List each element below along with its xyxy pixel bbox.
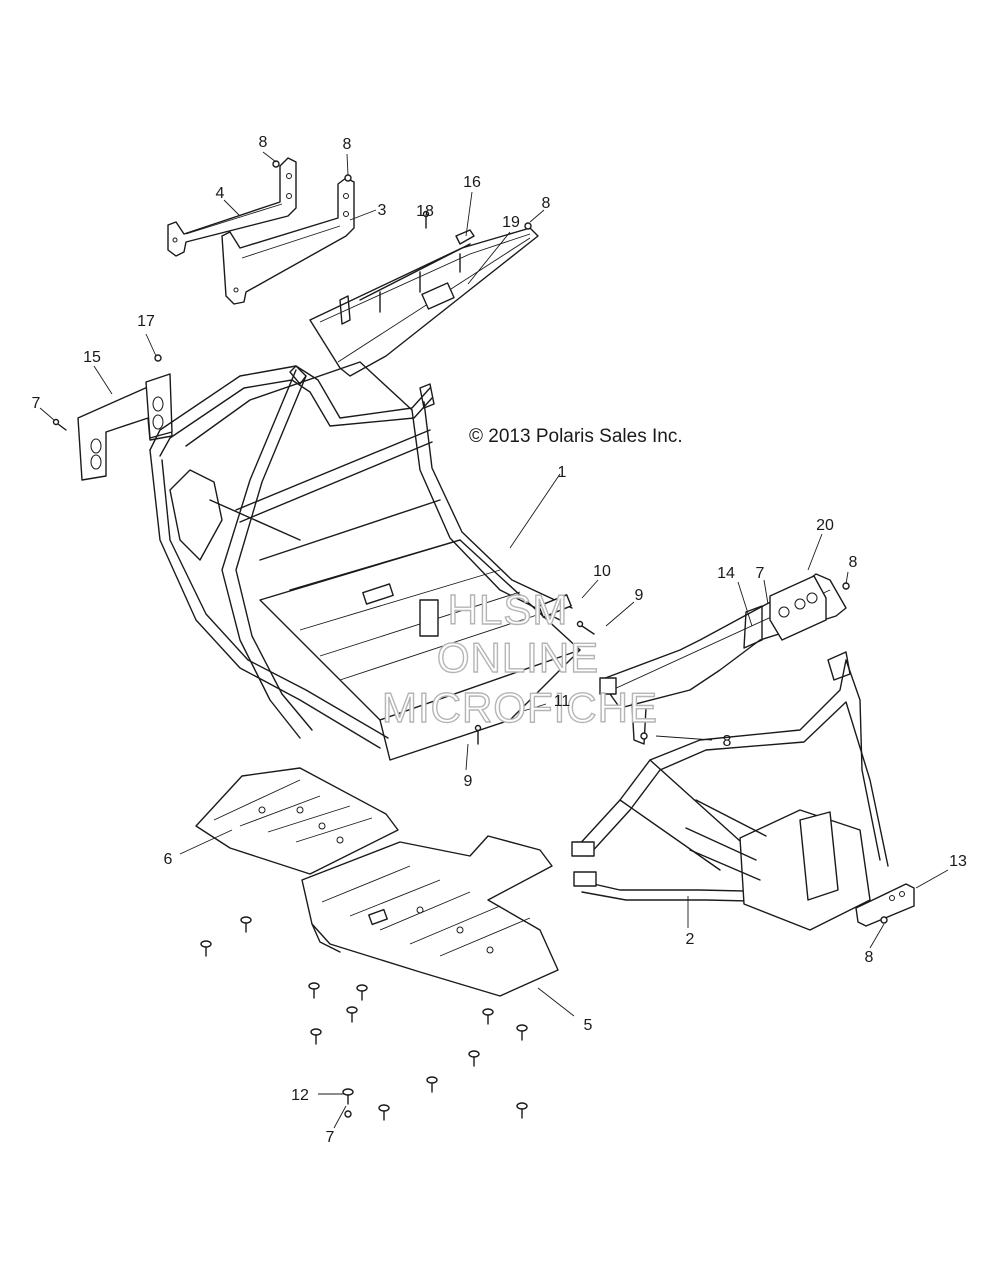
- callout-20: 20: [816, 517, 834, 534]
- bolt-icon: [576, 620, 595, 635]
- bolt-icon: [474, 724, 482, 745]
- push-rivet-icon: [482, 1008, 494, 1025]
- part-4-seat-bracket: [167, 157, 297, 257]
- callout-13: 13: [949, 853, 967, 870]
- push-rivet-icon: [342, 1088, 354, 1105]
- callout-12: 12: [291, 1087, 309, 1104]
- push-rivet-icon: [308, 982, 320, 999]
- callout-8: 8: [343, 136, 352, 153]
- nut-icon: [154, 354, 162, 362]
- nut-icon: [880, 916, 888, 924]
- callout-8: 8: [259, 134, 268, 151]
- callout-8: 8: [849, 554, 858, 571]
- push-rivet-icon: [516, 1024, 528, 1041]
- callout-8: 8: [865, 949, 874, 966]
- nut-icon: [344, 174, 352, 182]
- callout-9: 9: [464, 773, 473, 790]
- callout-7: 7: [326, 1129, 335, 1146]
- part-6-rear-skid-plate: [195, 767, 399, 875]
- push-rivet-icon: [310, 1028, 322, 1045]
- nut-icon: [272, 160, 280, 168]
- push-rivet-icon: [356, 984, 368, 1001]
- copyright-notice: © 2013 Polaris Sales Inc.: [469, 426, 683, 447]
- callout-18: 18: [416, 203, 434, 220]
- callout-17: 17: [137, 313, 155, 330]
- push-rivet-icon: [346, 1006, 358, 1023]
- nut-icon: [524, 222, 532, 230]
- callout-19: 19: [502, 214, 520, 231]
- watermark-line-1: HLSM: [448, 586, 569, 633]
- push-rivet-icon: [468, 1050, 480, 1067]
- callout-4: 4: [216, 185, 225, 202]
- callout-14: 14: [717, 565, 735, 582]
- callout-3: 3: [378, 202, 387, 219]
- part-5-front-skid-plate: [301, 835, 559, 997]
- bolt-icon: [52, 418, 67, 431]
- push-rivet-icon: [516, 1102, 528, 1119]
- callout-8: 8: [723, 733, 732, 750]
- watermark: HLSM ONLINE MICROFICHE: [381, 585, 658, 731]
- leader-lines: [39, 151, 949, 1129]
- callout-15: 15: [83, 349, 101, 366]
- callout-11: 11: [554, 693, 571, 710]
- part-2-front-frame: [571, 651, 889, 931]
- part-1-main-frame: [149, 361, 581, 761]
- part-3-seat-bracket: [221, 177, 355, 305]
- nut-icon: [640, 732, 648, 740]
- callout-9: 9: [635, 587, 644, 604]
- nut-icon: [344, 1110, 352, 1118]
- part-20-front-crossmember: [599, 573, 847, 745]
- push-rivet-icon: [426, 1076, 438, 1093]
- push-rivet-icon: [378, 1104, 390, 1121]
- part-13-bracket: [855, 883, 915, 927]
- callout-10: 10: [593, 563, 611, 580]
- callout-5: 5: [584, 1017, 593, 1034]
- callout-1: 1: [558, 464, 567, 481]
- watermark-line-3: MICROFICHE: [382, 684, 658, 731]
- callout-7: 7: [32, 395, 41, 412]
- callout-16: 16: [463, 174, 481, 191]
- fasteners: [52, 160, 888, 1121]
- part-16-seat-base: [309, 227, 539, 377]
- part-15-bracket-plate: [77, 373, 173, 481]
- watermark-line-2: ONLINE: [437, 634, 599, 681]
- callout-7: 7: [756, 565, 765, 582]
- callout-labels: 8 8 4 3 16 18 19 8 17 15 7 1 10 9 11 9 8…: [32, 134, 967, 1146]
- push-rivet-icon: [240, 916, 252, 933]
- push-rivet-icon: [200, 940, 212, 957]
- callout-6: 6: [164, 851, 173, 868]
- callout-2: 2: [686, 931, 695, 948]
- callout-8: 8: [542, 195, 551, 212]
